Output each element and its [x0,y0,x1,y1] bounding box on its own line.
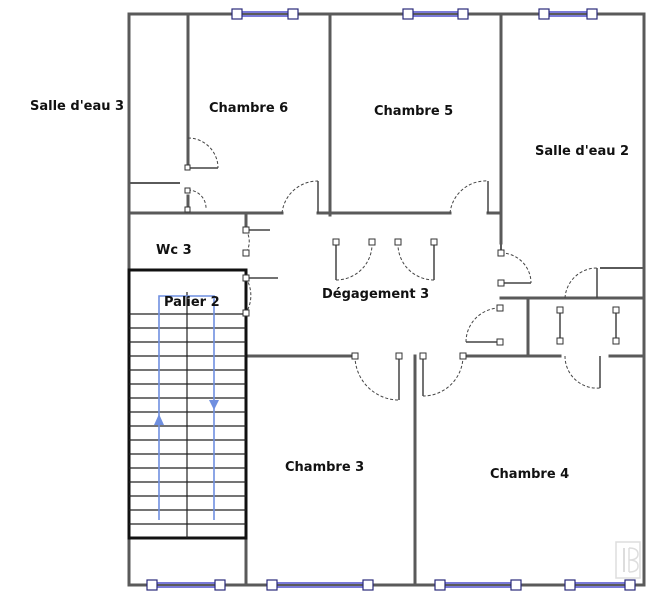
arrow-up-icon [154,414,164,425]
label-palier-2: Palier 2 [164,295,220,310]
watermark-logo [615,541,641,579]
staircase [127,268,248,540]
door-chambre-6-corridor [281,180,319,214]
label-chambre-3: Chambre 3 [285,460,364,475]
windows [146,8,636,591]
window-top-2 [402,8,469,20]
door-salle-deau-3 [184,187,207,213]
arrow-down-icon [209,400,219,410]
door-cupboard-right [465,304,504,346]
window-bottom-2 [266,579,374,591]
label-wc-3: Wc 3 [156,243,192,258]
door-palier-2 [242,274,278,317]
window-top-1 [231,8,299,20]
doors [184,137,620,401]
door-closets-pair [544,267,620,389]
door-chambre-6 [184,137,219,171]
door-chambre-4 [419,352,467,397]
door-cupboard-corridor [332,238,438,281]
label-chambre-6: Chambre 6 [209,101,288,116]
label-degagement-3: Dégagement 3 [322,287,429,302]
room-labels: Salle d'eau 3 Chambre 6 Chambre 5 Salle … [30,99,629,482]
label-chambre-4: Chambre 4 [490,467,569,482]
door-chambre-5 [449,180,489,214]
window-bottom-1 [146,579,226,591]
label-salle-deau-3: Salle d'eau 3 [30,99,124,114]
door-salle-deau-2 [497,249,532,287]
stair-treads [129,313,246,525]
label-chambre-5: Chambre 5 [374,104,453,119]
stair-direction-arrows [154,295,219,520]
door-chambre-3 [351,352,403,401]
window-top-3 [538,8,598,20]
label-salle-deau-2: Salle d'eau 2 [535,144,629,159]
window-bottom-4 [564,579,636,591]
window-bottom-3 [434,579,522,591]
door-wc-3 [242,226,270,257]
